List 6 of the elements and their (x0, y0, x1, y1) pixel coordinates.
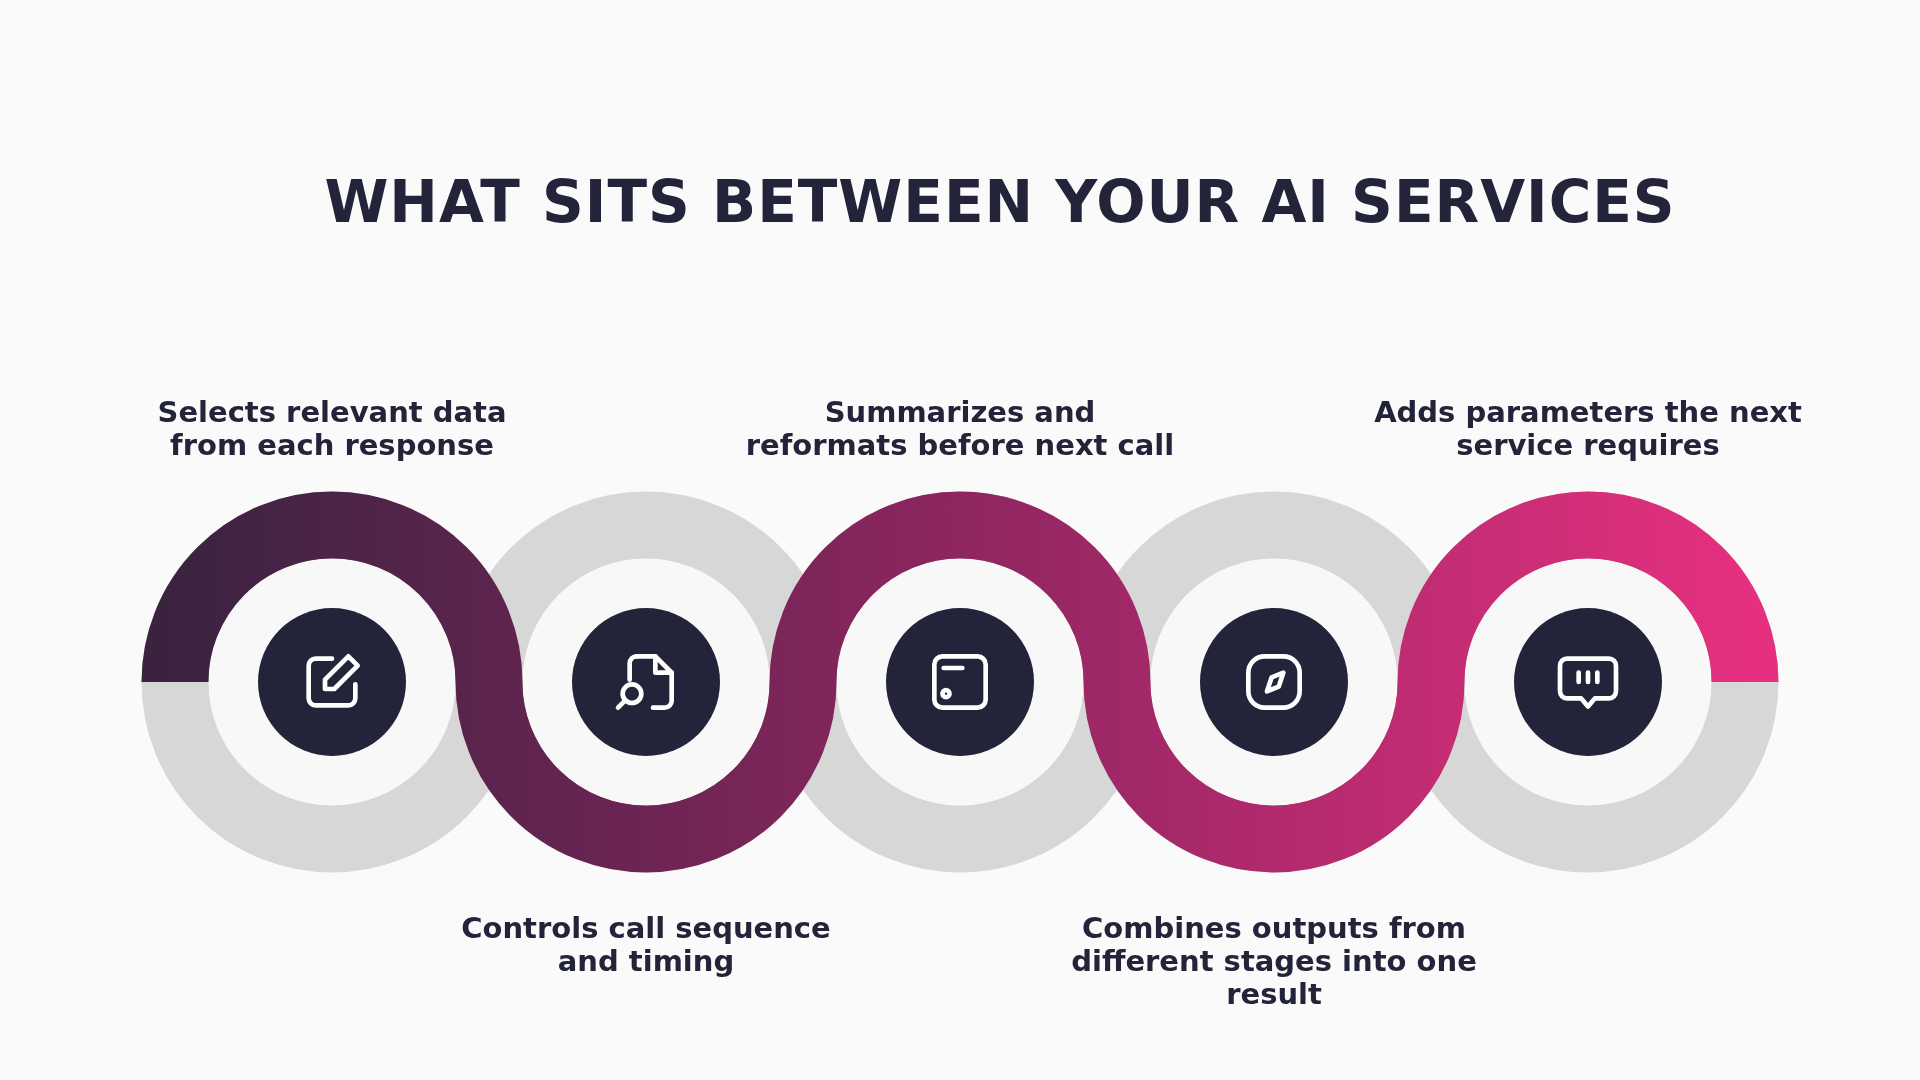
step-caption: Summarizes and reformats before next call (745, 396, 1175, 462)
title: WHAT SITS BETWEEN YOUR AI SERVICES (323, 168, 1677, 236)
step-caption: Combines outputs from different stages into one result (1070, 912, 1478, 1011)
step-caption: Adds parameters the next service requires (1373, 396, 1803, 462)
step-caption: Controls call sequence and timing (460, 912, 832, 978)
step-caption: Selects relevant data from each response (156, 396, 508, 462)
